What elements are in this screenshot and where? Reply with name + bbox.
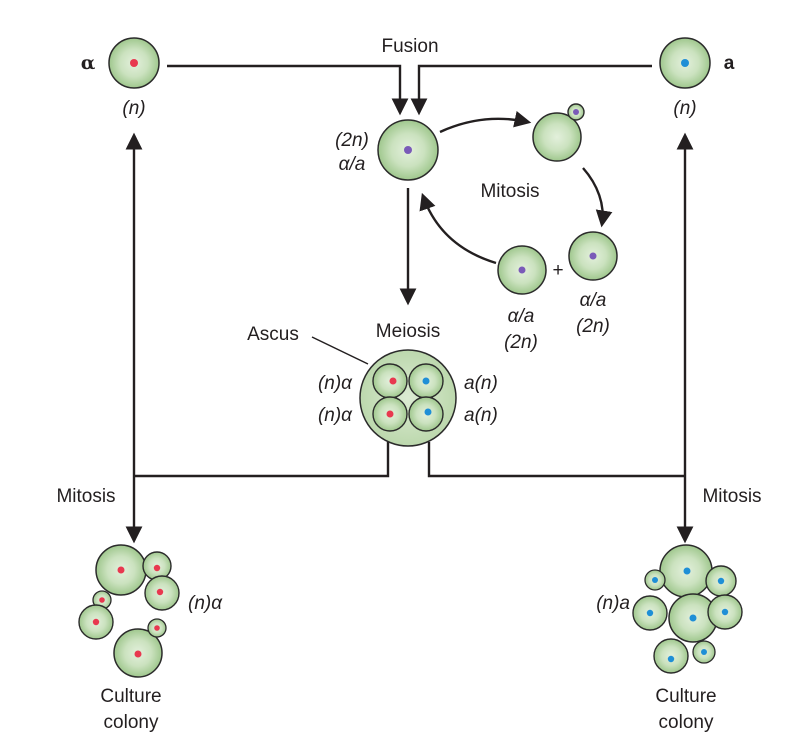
nucleus-a <box>422 377 430 385</box>
daughter-mating-type-label: α/a <box>580 290 607 311</box>
daughter-diploid-cell <box>568 231 618 281</box>
labels: Fusion α a (n) (n) (2n) α/a Mitosis + α/… <box>56 36 761 733</box>
mitosis-right-label: Mitosis <box>702 486 761 507</box>
arrow-mitosis-2 <box>582 167 613 228</box>
alpha-ploidy-label: (n) <box>122 98 145 119</box>
nucleus-diploid <box>589 252 597 260</box>
culture-left-line1: Culture <box>100 686 161 707</box>
nucleus-alpha <box>130 59 138 67</box>
nucleus-alpha <box>389 377 397 385</box>
a-ploidy-label: (n) <box>673 98 696 119</box>
line-ascus-to-right <box>427 442 685 478</box>
arrow-mitosis-3 <box>419 192 497 265</box>
mitosis-left-label: Mitosis <box>56 486 115 507</box>
meiosis-label: Meiosis <box>376 321 440 342</box>
nucleus-a <box>681 59 689 67</box>
spore-label-bottom-right: a(n) <box>464 405 498 426</box>
nucleus-a <box>424 408 432 416</box>
culture-right-line1: Culture <box>655 686 716 707</box>
yeast-cell-icon <box>532 112 582 162</box>
alpha-parent-label: α <box>81 52 96 74</box>
diploid-ploidy-label: (2n) <box>335 130 369 151</box>
diploid-mating-type-label: α/a <box>339 154 366 175</box>
a-culture-colony <box>632 544 743 674</box>
ascus-icon <box>359 349 457 447</box>
fusion-label: Fusion <box>381 36 438 57</box>
nucleus-alpha <box>386 410 394 418</box>
nucleus-diploid <box>573 109 579 115</box>
colony-right-type-label: (n)a <box>596 593 630 614</box>
line-ascus-to-left <box>134 442 390 478</box>
connectors <box>125 64 694 544</box>
a-parent-label: a <box>724 53 735 74</box>
a-parent-cell <box>659 37 711 89</box>
spore-label-top-left: (n)α <box>318 373 353 394</box>
arrow-alpha-to-diploid <box>167 64 409 116</box>
ascus-pointer-line <box>311 336 369 365</box>
budding-diploid-cell <box>532 103 585 162</box>
spore-label-top-right: a(n) <box>464 373 498 394</box>
spore-label-bottom-left: (n)α <box>318 405 353 426</box>
mother-diploid-cell <box>497 245 547 295</box>
ascus <box>359 349 457 447</box>
mother-ploidy-label: (2n) <box>504 332 538 353</box>
nucleus-diploid <box>404 146 412 154</box>
culture-left-line2: colony <box>104 712 159 733</box>
colony-left-type-label: (n)α <box>188 593 223 614</box>
ascus-label: Ascus <box>247 324 299 345</box>
mitosis-cycle-label: Mitosis <box>480 181 539 202</box>
alpha-culture-colony <box>78 544 180 678</box>
plus-sign: + <box>552 260 563 281</box>
arrow-mitosis-1 <box>439 110 532 134</box>
arrow-a-to-diploid <box>410 64 652 116</box>
diploid-cell <box>377 119 439 181</box>
culture-right-line2: colony <box>659 712 714 733</box>
mother-mating-type-label: α/a <box>508 306 535 327</box>
nucleus-diploid <box>518 266 526 274</box>
alpha-parent-cell <box>108 37 160 89</box>
daughter-ploidy-label: (2n) <box>576 316 610 337</box>
